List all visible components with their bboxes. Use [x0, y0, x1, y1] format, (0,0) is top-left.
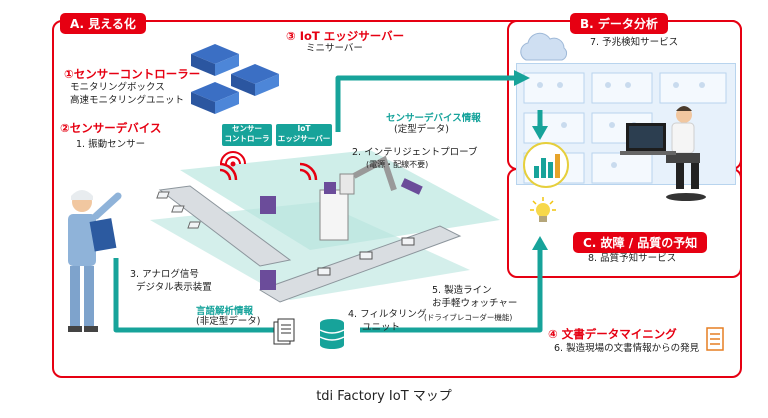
- controller-line2: 高速モニタリングユニット: [70, 95, 185, 106]
- section-b-title: B. データ分析: [570, 13, 668, 34]
- lang-info-sub: (非定型データ): [196, 316, 261, 327]
- edge-box-line2: エッジサーバー: [277, 134, 331, 143]
- caption: tdi Factory IoT マップ: [316, 389, 452, 404]
- edge-sub: ミニサーバー: [306, 43, 363, 54]
- report-icon: [706, 327, 724, 351]
- section-c-item: 8. 品質予知サービス: [588, 253, 677, 264]
- probe-title: 2. インテリジェントプローブ: [352, 147, 478, 158]
- line-sub: (ドライブレコーダー機能): [424, 313, 513, 322]
- line-title1: 5. 製造ライン: [432, 285, 492, 296]
- document-icon: [273, 318, 295, 345]
- section-a-title: A. 見える化: [60, 13, 146, 34]
- edge-box: IoT エッジサーバー: [276, 124, 332, 146]
- sensor-info-sub: (定型データ): [394, 124, 449, 135]
- sensor-info-title: センサーデバイス情報: [386, 113, 481, 124]
- analog-line2: デジタル表示装置: [136, 282, 212, 293]
- cloud-icon: [520, 32, 568, 61]
- controller-box-line1: センサー: [232, 124, 262, 133]
- device-title: ②センサーデバイス: [60, 121, 162, 135]
- probe-sub: (電源・配線不要): [366, 160, 429, 169]
- lightbulb-icon: [530, 197, 556, 222]
- filter-line2: ユニット: [362, 322, 401, 333]
- chart-icon: [523, 142, 569, 188]
- section-4-title: ④ 文書データマイニング: [548, 327, 677, 341]
- worker-figure: [68, 190, 122, 332]
- section-b-item: 7. 予兆検知サービス: [590, 37, 679, 48]
- controller-title: ①センサーコントローラー: [64, 67, 201, 81]
- device-item1: 1. 振動センサー: [76, 139, 146, 150]
- edge-title: ③ IoT エッジサーバー: [286, 29, 405, 43]
- server-icons: [191, 44, 279, 114]
- filter-line1: 4. フィルタリング: [348, 309, 427, 320]
- controller-box: センサー コントローラー: [222, 124, 272, 153]
- lang-info-title: 言語解析情報: [196, 306, 254, 317]
- section-4-item: 6. 製造現場の文書情報からの発見: [554, 343, 700, 354]
- controller-line1: モニタリングボックス: [70, 82, 165, 93]
- edge-box-line1: IoT: [297, 124, 311, 133]
- line-title2: お手軽ウォッチャー: [432, 298, 518, 309]
- database-icon: [319, 319, 345, 349]
- analog-line1: 3. アナログ信号: [130, 269, 199, 280]
- section-c-title: C. 故障 / 品質の予知: [573, 232, 708, 253]
- factory-floor-illustration: [150, 150, 500, 303]
- controller-box-line2: コントローラー: [224, 134, 270, 153]
- signal-icon: [220, 151, 246, 167]
